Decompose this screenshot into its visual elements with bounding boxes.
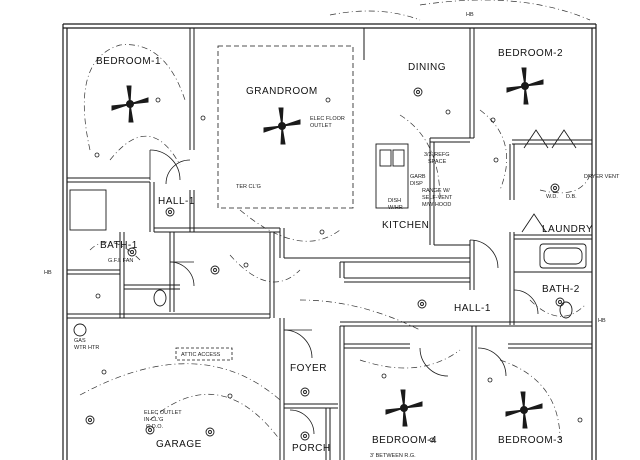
light-fixture-icon bbox=[85, 87, 565, 441]
note-gdo: G.D.O. bbox=[146, 424, 164, 430]
note-range: M/W HOOD bbox=[422, 202, 451, 208]
tray-ceiling-outline bbox=[217, 45, 354, 209]
kitchen-sink-island bbox=[375, 143, 409, 209]
note-ter-clg: TER CL'G bbox=[236, 184, 261, 190]
ceiling-fan-icon bbox=[111, 85, 149, 123]
note-garb-disp: GARB bbox=[410, 174, 426, 180]
room-label-bedroom-2: BEDROOM-2 bbox=[498, 48, 563, 59]
note-hose-bib: HB bbox=[466, 12, 474, 18]
interior-walls bbox=[67, 28, 592, 460]
note-dryer-box: D.B. bbox=[566, 194, 577, 200]
ceiling-fan-icon bbox=[263, 107, 301, 145]
exterior-walls bbox=[62, 23, 597, 460]
room-label-garage: GARAGE bbox=[156, 439, 202, 450]
room-label-hall-1-lower: HALL-1 bbox=[454, 303, 491, 314]
note-attic-access: ATTIC ACCESS bbox=[181, 352, 221, 358]
room-label-porch: PORCH bbox=[292, 443, 331, 454]
room-label-foyer: FOYER bbox=[290, 363, 327, 374]
note-elec-floor-outlet: ELEC FLOOR bbox=[310, 116, 345, 122]
room-label-grandroom: GRANDROOM bbox=[246, 86, 318, 97]
wiring-arcs bbox=[79, 0, 591, 441]
note-dish: W/HR bbox=[388, 205, 403, 211]
note-dish: DISH bbox=[388, 198, 401, 204]
room-label-bedroom-3: BEDROOM-3 bbox=[498, 435, 563, 446]
note-washer-dryer: W.D. bbox=[546, 194, 558, 200]
room-label-bedroom-4: BEDROOM-4 bbox=[372, 435, 437, 446]
door-swing-icon bbox=[149, 149, 539, 435]
note-elec-floor-outlet: OUTLET bbox=[310, 123, 332, 129]
bifold-door-icon bbox=[521, 129, 577, 233]
room-label-bath-2: BATH-2 bbox=[542, 284, 580, 295]
note-hose-bib: HB bbox=[44, 270, 52, 276]
note-garb-disp: DISP bbox=[410, 181, 423, 187]
note-range: SELF-VENT bbox=[422, 195, 453, 201]
attic-access-hatch bbox=[175, 347, 233, 361]
room-label-dining: DINING bbox=[408, 62, 446, 73]
note-refg-space: SPACE bbox=[428, 159, 447, 165]
room-label-bath-1: BATH-1 bbox=[100, 240, 138, 251]
room-label-laundry: LAUNDRY bbox=[542, 224, 593, 235]
ceiling-fan-icon bbox=[505, 391, 543, 429]
toilet-icon bbox=[153, 289, 573, 319]
note-hose-bib: HB bbox=[598, 318, 606, 324]
bathtub bbox=[539, 243, 587, 269]
room-label-bedroom-1: BEDROOM-1 bbox=[96, 56, 161, 67]
note-between-rg: 3' BETWEEN R.G. bbox=[370, 453, 416, 459]
switch-outlet-icons bbox=[94, 97, 583, 443]
ceiling-fan-icon bbox=[506, 67, 544, 105]
note-dryer-vent: DRYER VENT bbox=[584, 174, 620, 180]
note-refg-space: 3/3' REFG bbox=[424, 152, 450, 158]
note-elec-outlet-clg: ELEC OUTLET bbox=[144, 410, 182, 416]
water-heater-icon bbox=[73, 323, 87, 337]
note-gfi-fan: G.F.I. FAN bbox=[108, 258, 133, 264]
note-gas-wtr-htr: WTR HTR bbox=[74, 345, 99, 351]
ceiling-fan-icon bbox=[385, 389, 423, 427]
note-elec-outlet-clg: IN CL'G bbox=[144, 417, 163, 423]
note-gas-wtr-htr: GAS bbox=[74, 338, 86, 344]
note-range: RANGE W/ bbox=[422, 188, 450, 194]
room-label-hall-1-upper: HALL-1 bbox=[158, 196, 195, 207]
room-label-kitchen: KITCHEN bbox=[382, 220, 429, 231]
shower-stall bbox=[69, 189, 107, 231]
